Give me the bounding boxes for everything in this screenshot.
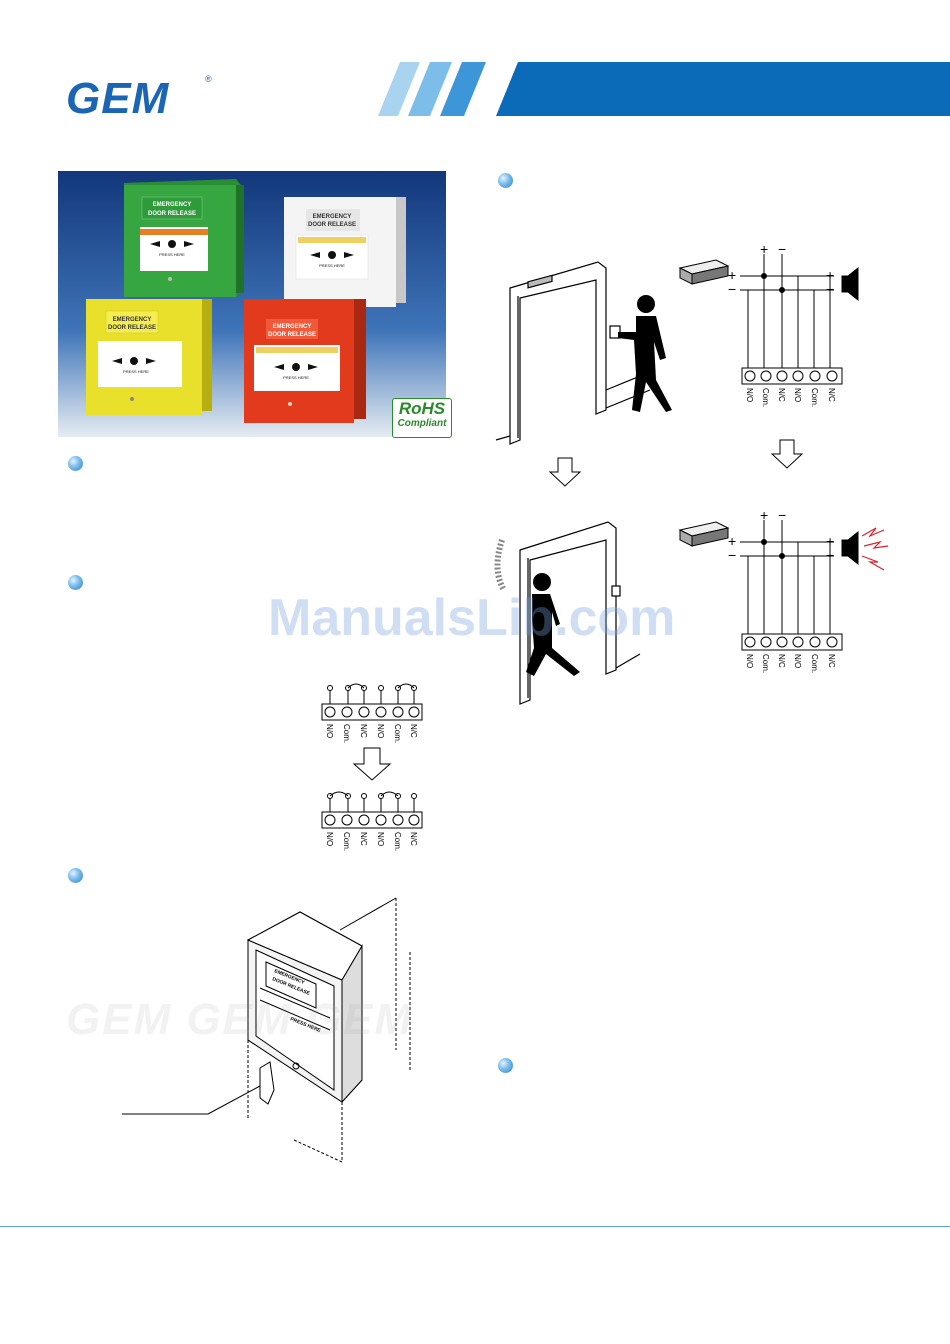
red-label-2: DOOR RELEASE <box>268 332 316 338</box>
down-arrow-icon <box>770 439 804 469</box>
plus-sign: + <box>826 267 834 283</box>
terminal-label-no: N/O <box>793 654 802 668</box>
siren-icon <box>841 266 859 302</box>
plus-sign: + <box>760 241 768 257</box>
application-diagram: + − + − + − N/O Com. N/C N/O Com. N/C <box>494 241 889 705</box>
down-arrow-icon <box>548 457 582 487</box>
terminal-label-com: Com. <box>342 832 351 851</box>
white-label-1: EMERGENCY <box>313 214 352 220</box>
section-bullet-icon <box>498 1058 513 1073</box>
down-arrow-icon <box>352 747 392 781</box>
banner-bar <box>496 62 950 116</box>
plus-sign: + <box>760 507 768 523</box>
terminal-label-nc: N/C <box>409 832 418 846</box>
terminal-label-com: Com. <box>393 724 402 743</box>
minus-sign: − <box>778 507 786 523</box>
person-icon <box>618 295 672 412</box>
banner-stripe-3 <box>440 62 486 116</box>
minus-sign: − <box>826 547 834 563</box>
terminal-label-nc: N/C <box>827 654 836 668</box>
terminal-label-com: Com. <box>761 388 770 407</box>
door-open-scene <box>494 521 641 705</box>
terminal-label-no: N/O <box>325 724 334 738</box>
terminal-label-nc: N/C <box>359 832 368 846</box>
minus-sign: − <box>728 281 736 297</box>
green-label-2: DOOR RELEASE <box>148 211 196 217</box>
red-label-1: EMERGENCY <box>273 324 312 330</box>
section-bullet-icon <box>498 173 513 188</box>
maglock-icon <box>678 521 730 547</box>
section-bullet-icon <box>68 868 83 883</box>
red-call-point: EMERGENCY DOOR RELEASE PRESS HERE <box>244 299 366 423</box>
terminal-label-com: Com. <box>342 724 351 743</box>
terminal-label-no: N/O <box>325 832 334 846</box>
terminal-label-no: N/O <box>793 388 802 402</box>
person-exiting-icon <box>526 573 580 676</box>
green-label-1: EMERGENCY <box>153 202 192 208</box>
terminal-label-nc: N/C <box>777 654 786 668</box>
terminal-label-com: Com. <box>761 654 770 673</box>
yellow-label-1: EMERGENCY <box>113 317 152 323</box>
minus-sign: − <box>826 281 834 297</box>
header-banner <box>378 62 950 116</box>
contact-state-diagram: N/O Com. N/C N/O Com. N/C N/O Co <box>321 683 423 851</box>
section-bullet-icon <box>68 456 83 471</box>
section-bullet-icon <box>68 575 83 590</box>
footer-divider <box>0 1226 950 1227</box>
banner-stripe-1 <box>378 62 420 116</box>
dimension-drawing: EMERGENCY DOOR RELEASE PRESS HERE <box>122 897 411 1163</box>
terminal-label-com: Com. <box>810 654 819 673</box>
plus-sign: + <box>826 533 834 549</box>
terminal-label-com: Com. <box>393 832 402 851</box>
plus-sign: + <box>728 267 736 283</box>
watermark-logo: GEM GEM GEM <box>66 995 414 1044</box>
minus-sign: − <box>728 547 736 563</box>
white-call-point: EMERGENCY DOOR RELEASE PRESS HERE <box>284 197 406 307</box>
product-photo: EMERGENCY DOOR RELEASE PRESS HERE EMERGE… <box>58 171 446 437</box>
terminal-label-no: N/O <box>376 724 385 738</box>
rohs-badge: RoHS Compliant <box>392 398 452 438</box>
minus-sign: − <box>778 241 786 257</box>
yellow-call-point: EMERGENCY DOOR RELEASE PRESS HERE <box>86 299 212 415</box>
white-press-text: PRESS HERE <box>319 263 345 268</box>
terminal-label-nc: N/C <box>827 388 836 402</box>
green-call-point: EMERGENCY DOOR RELEASE PRESS HERE <box>124 179 244 297</box>
white-label-2: DOOR RELEASE <box>308 222 356 228</box>
rohs-top-text: RoHS <box>398 399 446 418</box>
terminal-label-nc: N/C <box>777 388 786 402</box>
contact-diagram-normal: N/O Com. N/C N/O Com. N/C <box>321 683 423 743</box>
terminal-label-com: Com. <box>810 388 819 407</box>
door-closed-scene <box>495 261 651 445</box>
terminal-label-nc: N/C <box>409 724 418 738</box>
plus-sign: + <box>728 533 736 549</box>
contact-diagram-activated: N/O Com. N/C N/O Com. N/C <box>321 791 423 851</box>
wiring-diagram-bottom <box>678 520 889 651</box>
watermark: ManualsLib.com <box>268 589 676 647</box>
gem-logo: GEM <box>66 74 170 123</box>
terminal-label-no: N/O <box>745 654 754 668</box>
terminal-label-no: N/O <box>745 388 754 402</box>
terminal-label-nc: N/C <box>359 724 368 738</box>
wiring-diagram-top <box>678 254 859 385</box>
banner-stripe-2 <box>408 62 452 116</box>
registered-mark: ® <box>205 74 212 84</box>
green-press-text: PRESS HERE <box>159 252 185 257</box>
rohs-bottom-text: Compliant <box>397 418 447 429</box>
siren-sounding-icon <box>841 527 889 571</box>
yellow-label-2: DOOR RELEASE <box>108 325 156 331</box>
maglock-icon <box>678 259 730 285</box>
yellow-press-text: PRESS HERE <box>123 369 149 374</box>
red-press-text: PRESS HERE <box>283 375 309 380</box>
terminal-label-no: N/O <box>376 832 385 846</box>
